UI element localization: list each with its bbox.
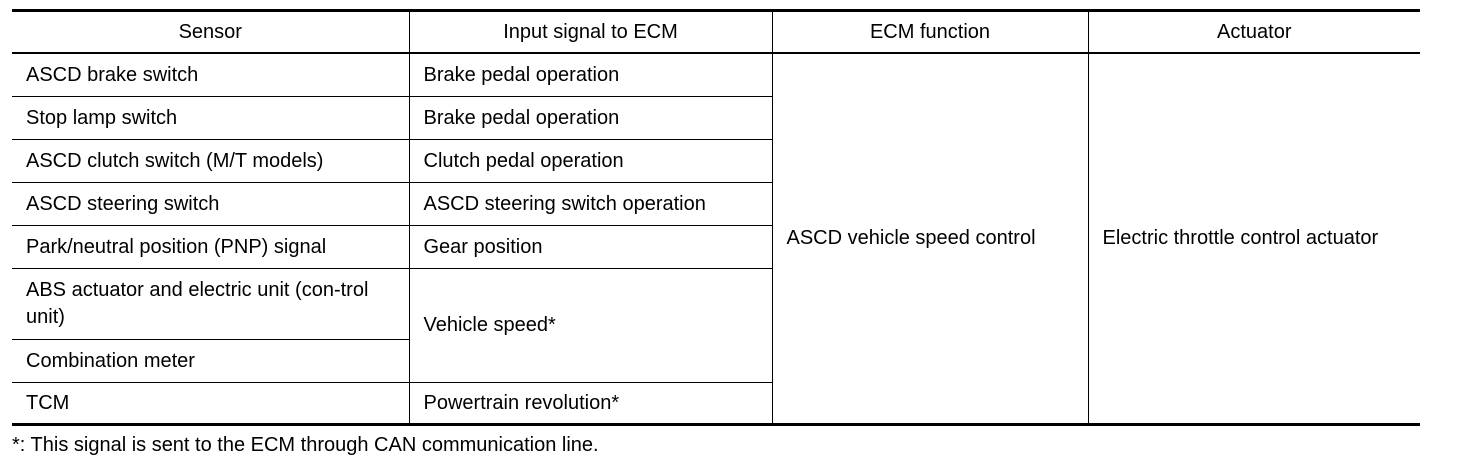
footnote: *: This signal is sent to the ECM throug…: [12, 434, 599, 456]
input-signal-cell: Gear position: [408, 225, 772, 269]
input-signal-cell: Brake pedal operation: [408, 96, 772, 140]
table-row: Park/neutral position (PNP) signal Gear …: [12, 225, 1420, 269]
sensor-cell: Park/neutral position (PNP) signal: [12, 225, 410, 269]
header-sensor: Sensor: [12, 10, 410, 54]
sensor-cell: ASCD brake switch: [12, 52, 410, 97]
sensor-cell: ASCD clutch switch (M/T models): [12, 139, 410, 183]
input-signal-cell: Brake pedal operation: [408, 52, 773, 97]
sensor-cell: ABS actuator and electric unit (con-trol…: [12, 268, 410, 340]
table-row: ABS actuator and electric unit (con-trol…: [12, 268, 1420, 383]
table-row: TCM Powertrain revolution*: [12, 382, 1420, 425]
ascd-signal-table: Sensor Input signal to ECM ECM function …: [12, 9, 1420, 426]
sensor-cell: ASCD steering switch: [12, 182, 410, 226]
header-actuator: Actuator: [1087, 10, 1420, 54]
sensor-cell: Combination meter: [12, 339, 409, 383]
header-ecm-function: ECM function: [771, 10, 1089, 54]
spec-table-container: Sensor Input signal to ECM ECM function …: [12, 9, 1420, 426]
sensor-cell: TCM: [12, 382, 410, 425]
input-signal-cell: Powertrain revolution*: [408, 382, 772, 425]
header-input-signal: Input signal to ECM: [408, 10, 773, 54]
table-row: ASCD brake switch Brake pedal operation …: [12, 52, 1420, 425]
ecm-function-cell: ASCD vehicle speed control: [771, 52, 1089, 425]
input-signal-cell: ASCD steering switch operation: [408, 182, 772, 226]
header-row: Sensor Input signal to ECM ECM function …: [12, 10, 1420, 54]
sensor-cell: Stop lamp switch: [12, 96, 410, 140]
table-row: Combination meter: [12, 339, 1420, 383]
input-signal-cell: Clutch pedal operation: [408, 139, 772, 183]
table-row: Stop lamp switch Brake pedal operation: [12, 96, 1420, 140]
input-signal-cell: Vehicle speed*: [408, 268, 772, 383]
actuator-cell: Electric throttle control actuator: [1087, 52, 1420, 425]
